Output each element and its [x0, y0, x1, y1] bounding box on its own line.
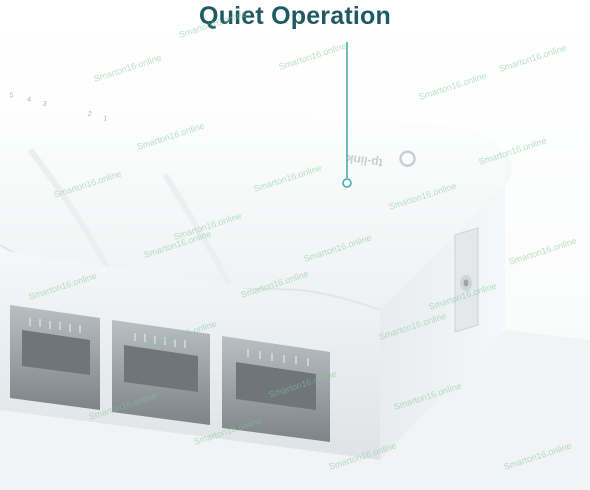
brand-label: tp-link — [345, 151, 383, 170]
device-top-rib — [27, 148, 113, 274]
port-number: 4 — [27, 96, 32, 103]
port-number: 5 — [9, 92, 14, 99]
svg-text:Smarton16.online: Smarton16.online — [418, 71, 488, 102]
port-number: 2 — [87, 111, 92, 118]
tp-link-logo-icon — [399, 150, 416, 167]
svg-text:Smarton16.online: Smarton16.online — [178, 9, 248, 40]
port-number: 3 — [42, 101, 47, 108]
device-top-rib — [162, 173, 233, 287]
svg-text:Smarton16.online: Smarton16.online — [508, 236, 578, 267]
port-number: 1 — [103, 115, 108, 122]
device-base-shadow — [0, 330, 590, 490]
power-jack-icon — [454, 227, 479, 333]
port-numbers: 5 4 3 2 1 — [9, 92, 108, 123]
headline-quiet-operation: Quiet Operation — [199, 2, 391, 30]
ethernet-port — [222, 336, 330, 442]
svg-text:Smarton16.online: Smarton16.online — [498, 43, 568, 74]
svg-text:Smarton16.online: Smarton16.online — [278, 41, 348, 72]
svg-text:Smarton16.online: Smarton16.online — [93, 53, 163, 84]
device-top-surface — [0, 88, 509, 310]
port-contacts — [29, 318, 309, 366]
callout-dot — [342, 178, 352, 188]
device-side-face — [380, 150, 513, 460]
ethernet-port — [10, 305, 100, 410]
